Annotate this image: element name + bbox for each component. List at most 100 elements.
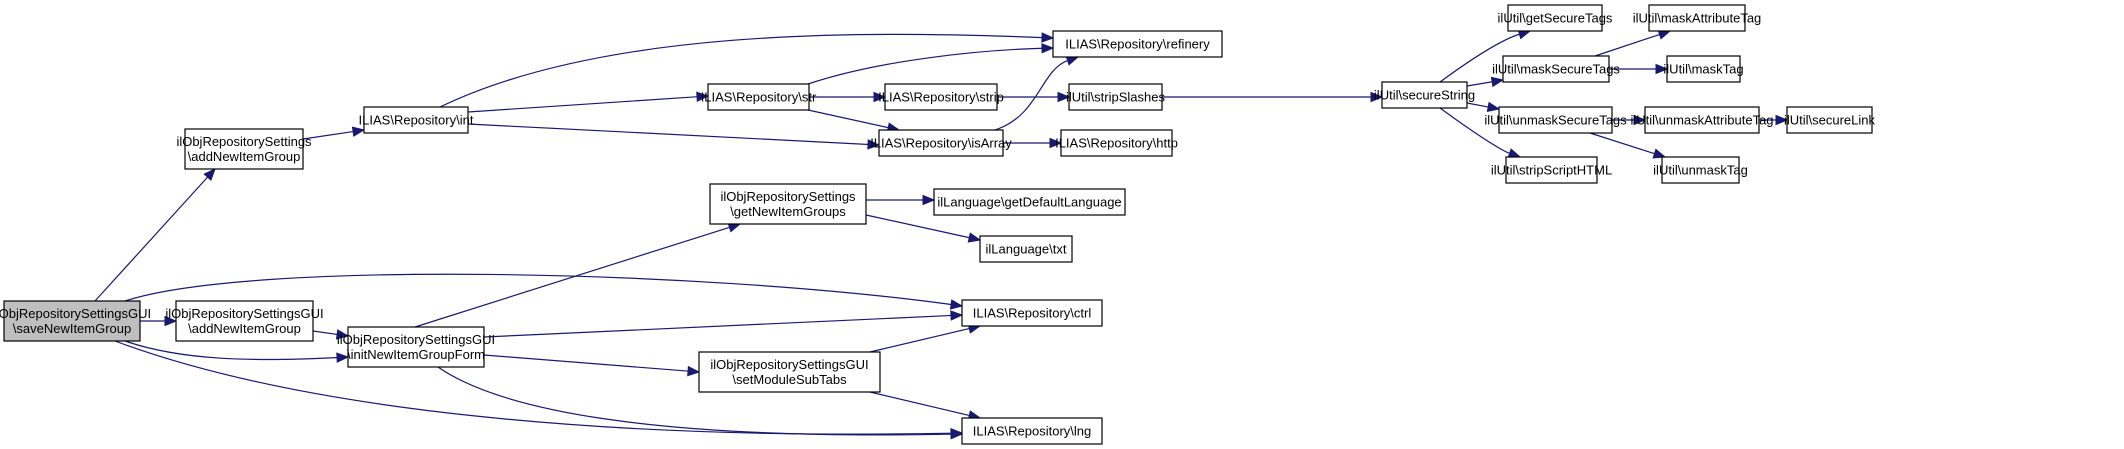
node-unmaskAttributeTag[interactable]: ilUtil\unmaskAttributeTag	[1630, 106, 1774, 134]
edge-initNewItemGroupForm-to-ctrl	[483, 310, 964, 338]
edge-secureString-to-unmaskSecureTags	[1466, 101, 1501, 113]
edge-line	[1439, 107, 1511, 155]
node-stripScriptHTML[interactable]: ilUtil\stripScriptHTML	[1491, 156, 1612, 184]
node-box	[1498, 106, 1613, 134]
nodes-layer: ilObjRepositorySettingsGUI\saveNewItemGr…	[0, 4, 1876, 445]
node-getSecureTags[interactable]: ilUtil\getSecureTags	[1498, 4, 1613, 32]
node-label: ilObjRepositorySettingsGUI	[165, 306, 323, 321]
node-label: \saveNewItemGroup	[13, 321, 132, 336]
node-box	[1060, 129, 1173, 157]
node-box	[707, 83, 810, 111]
edge-line	[1594, 33, 1661, 57]
node-label: \initNewItemGroupForm	[347, 347, 485, 362]
edge-strip-to-stripSlashes	[997, 91, 1071, 103]
edge-line	[1466, 81, 1494, 87]
node-guiAddNewItemGroup[interactable]: ilObjRepositorySettingsGUI\addNewItemGro…	[165, 300, 324, 342]
arrowhead-icon	[1633, 114, 1647, 126]
edge-line	[312, 330, 339, 336]
node-box	[1786, 106, 1873, 134]
node-maskSecureTags[interactable]: ilUtil\maskSecureTags	[1492, 55, 1620, 83]
node-label: ilLanguage\getDefaultLanguage	[937, 195, 1121, 210]
arrowhead-icon	[967, 232, 982, 243]
node-label: ILIAS\Repository\lng	[973, 424, 1092, 439]
node-getNewItemGroups[interactable]: ilObjRepositorySettings\getNewItemGroups	[709, 183, 867, 225]
node-refinery[interactable]: ILIAS\Repository\refinery	[1052, 30, 1223, 58]
node-label: ilObjRepositorySettingsGUI	[710, 357, 868, 372]
edge-line	[467, 96, 699, 113]
node-str[interactable]: ILIAS\Repository\str	[701, 83, 817, 111]
node-getDefaultLanguage[interactable]: ilLanguage\getDefaultLanguage	[933, 188, 1126, 216]
edge-str-to-isArray	[807, 109, 901, 133]
node-label: ilUtil\maskAttributeTag	[1633, 11, 1762, 26]
edge-int-to-refinery	[439, 32, 1055, 108]
node-secureLink[interactable]: ilUtil\secureLink	[1784, 106, 1876, 134]
node-label: ilUtil\stripSlashes	[1066, 90, 1165, 105]
node-maskTag[interactable]: ilUtil\maskTag	[1663, 55, 1744, 83]
arrowhead-icon	[1486, 101, 1501, 113]
node-isArray[interactable]: ILIAS\Repository\isArray	[870, 129, 1012, 157]
arrowhead-icon	[351, 126, 366, 137]
node-label: ILIAS\Repository\ctrl	[973, 306, 1092, 321]
node-label: \addNewItemGroup	[188, 149, 301, 164]
edge-line	[1439, 33, 1521, 83]
edge-int-to-isArray	[467, 123, 881, 150]
node-label: ilObjRepositorySettingsGUI	[0, 306, 151, 321]
arrowhead-icon	[203, 168, 216, 182]
node-label: ILIAS\Repository\str	[701, 90, 817, 105]
node-int[interactable]: ILIAS\Repository\int	[359, 106, 474, 134]
node-secureString[interactable]: ilUtil\secureString	[1374, 81, 1475, 109]
node-http[interactable]: ILIAS\Repository\http	[1055, 129, 1178, 157]
node-label: ilUtil\maskTag	[1663, 62, 1743, 77]
arrowhead-icon	[164, 315, 178, 327]
arrowhead-icon	[336, 352, 350, 363]
arrowhead-icon	[1490, 76, 1505, 88]
node-box	[1068, 83, 1163, 111]
node-label: ilObjRepositorySettingsGUI	[337, 332, 495, 347]
node-box	[961, 417, 1103, 445]
node-box	[347, 326, 485, 368]
node-label: ilUtil\unmaskTag	[1653, 163, 1748, 178]
node-strip[interactable]: ILIAS\Repository\strip	[878, 83, 1004, 111]
edge-line	[302, 130, 355, 140]
edge-line	[437, 366, 953, 436]
edge-maskSecureTags-to-maskAttributeTag	[1594, 29, 1672, 57]
node-settingsAddNewItemGroup[interactable]: ilObjRepositorySettings\addNewItemGroup	[176, 128, 312, 170]
node-ctrl[interactable]: ILIAS\Repository\ctrl	[961, 299, 1103, 327]
node-saveNewItemGroup[interactable]: ilObjRepositorySettingsGUI\saveNewItemGr…	[0, 300, 151, 342]
node-box	[175, 300, 314, 342]
edge-setModuleSubTabs-to-lng	[869, 391, 982, 421]
node-box	[1507, 4, 1603, 32]
node-unmaskTag[interactable]: ilUtil\unmaskTag	[1653, 156, 1748, 184]
node-maskAttributeTag[interactable]: ilUtil\maskAttributeTag	[1633, 4, 1762, 32]
edge-unmaskSecureTags-to-unmaskAttributeTag	[1612, 114, 1647, 126]
edge-line	[807, 47, 1044, 85]
node-box	[709, 183, 867, 225]
arrowhead-icon	[1652, 148, 1667, 159]
node-label: ILIAS\Repository\http	[1055, 136, 1178, 151]
node-lng[interactable]: ILIAS\Repository\lng	[961, 417, 1103, 445]
node-stripSlashes[interactable]: ilUtil\stripSlashes	[1066, 83, 1165, 111]
edge-line	[869, 391, 971, 417]
node-unmaskSecureTags[interactable]: ilUtil\unmaskSecureTags	[1484, 106, 1627, 134]
edge-str-to-refinery	[807, 43, 1055, 85]
edge-isArray-to-http	[1003, 137, 1063, 149]
arrowhead-icon	[950, 428, 964, 440]
edge-getNewItemGroups-to-getDefaultLanguage	[866, 194, 936, 206]
edge-unmaskAttributeTag-to-secureLink	[1759, 114, 1789, 126]
edge-stripSlashes-to-secureString	[1162, 91, 1384, 103]
node-box	[1381, 81, 1468, 109]
edge-secureString-to-maskSecureTags	[1466, 76, 1505, 88]
node-txt[interactable]: ilLanguage\txt	[979, 235, 1073, 263]
edge-line	[1589, 132, 1656, 155]
edge-line	[124, 340, 339, 361]
edges-layer	[94, 29, 1789, 440]
arrowhead-icon	[873, 91, 887, 103]
edge-line	[483, 314, 953, 338]
node-setModuleSubTabs[interactable]: ilObjRepositorySettingsGUI\setModuleSubT…	[698, 351, 881, 393]
node-initNewItemGroupForm[interactable]: ilObjRepositorySettingsGUI\initNewItemGr…	[337, 326, 495, 368]
node-box	[961, 299, 1103, 327]
edge-initNewItemGroupForm-to-lng	[437, 366, 964, 440]
node-label: ilUtil\unmaskAttributeTag	[1630, 113, 1773, 128]
node-box	[3, 300, 141, 342]
